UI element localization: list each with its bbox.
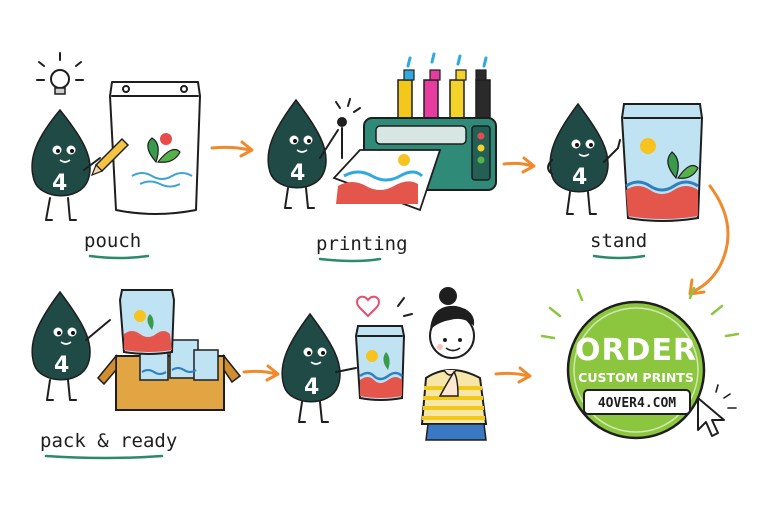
mascot-number: 4 bbox=[52, 171, 67, 196]
sun-icon bbox=[640, 138, 656, 154]
order-url[interactable]: 4OVER4.COM bbox=[598, 396, 676, 411]
pencil-icon bbox=[90, 137, 130, 177]
mascot-drop: 4 bbox=[31, 108, 101, 221]
given-pouch bbox=[354, 325, 406, 401]
step-label: pack & ready bbox=[40, 430, 177, 452]
lightbulb-icon bbox=[36, 52, 84, 95]
sun-icon bbox=[398, 154, 410, 166]
step-label: printing bbox=[316, 233, 408, 255]
order-title: ORDER bbox=[575, 333, 697, 368]
arrow-to-order bbox=[688, 184, 730, 296]
step-pouch: 4 pouch bbox=[31, 52, 201, 260]
leaf-icon bbox=[667, 151, 679, 180]
mascot-number: 4 bbox=[54, 353, 69, 378]
mascot-drop: 4 bbox=[281, 312, 357, 423]
label-underline bbox=[592, 254, 646, 260]
step-label: stand bbox=[590, 230, 647, 252]
step-customer: 4 bbox=[281, 287, 488, 441]
box-icon bbox=[96, 339, 242, 411]
arrow-to-order-badge bbox=[494, 366, 532, 384]
mascot-number: 4 bbox=[304, 375, 319, 400]
label-underline bbox=[44, 454, 164, 460]
mascot-drop: 4 bbox=[267, 98, 361, 209]
leaf-icon bbox=[147, 137, 159, 164]
wave-icon bbox=[131, 172, 193, 180]
step-pack: 4 pack & ready bbox=[31, 289, 242, 460]
label-underline bbox=[318, 257, 382, 263]
mascot-number: 4 bbox=[290, 161, 305, 186]
printer-icon bbox=[332, 52, 497, 212]
held-pouch bbox=[118, 289, 176, 355]
heart-icon bbox=[356, 295, 380, 318]
step-stand: 4 stand bbox=[547, 102, 704, 260]
label-underline bbox=[88, 254, 150, 260]
mascot-drop: 4 bbox=[547, 102, 621, 215]
printed-pouch bbox=[620, 103, 704, 222]
step-printing: 4 printing bbox=[267, 52, 497, 263]
arrow-to-customer bbox=[242, 364, 280, 382]
order-badge[interactable]: ORDER CUSTOM PRINTS 4OVER4.COM bbox=[540, 286, 740, 440]
url-box[interactable] bbox=[583, 389, 691, 415]
blank-pouch bbox=[109, 81, 201, 215]
step-label: pouch bbox=[84, 230, 141, 252]
mascot-drop: 4 bbox=[31, 290, 111, 401]
cursor-icon bbox=[697, 384, 737, 437]
sun-icon bbox=[160, 133, 172, 145]
arrow-to-printing bbox=[210, 140, 254, 158]
wave-icon bbox=[625, 180, 699, 192]
person-icon bbox=[420, 287, 488, 441]
mascot-number: 4 bbox=[572, 165, 587, 190]
arrow-to-stand bbox=[502, 156, 536, 174]
order-subtitle: CUSTOM PRINTS bbox=[578, 370, 694, 385]
